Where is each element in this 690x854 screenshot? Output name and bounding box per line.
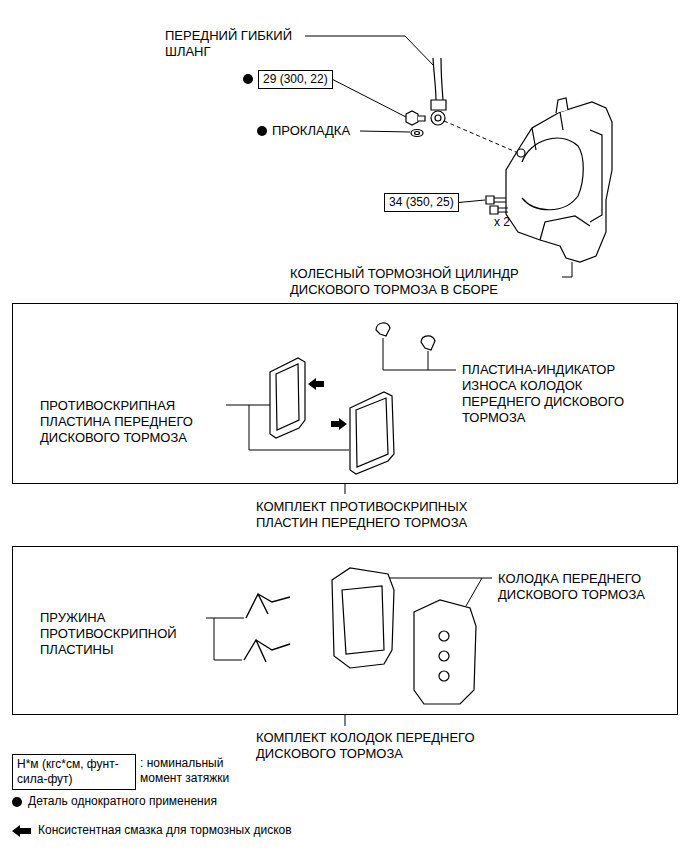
caliper-bolt — [490, 206, 498, 214]
gasket — [411, 130, 423, 137]
brake-pad — [332, 568, 394, 668]
grease-arrow — [331, 418, 347, 430]
hose-fitting — [431, 111, 445, 125]
union-bolt — [406, 111, 425, 125]
part-label: ПРОКЛАДКА — [272, 123, 392, 139]
label-holder: ПРОТИВОСКРИПНАЯ ПЛАСТИНА ПЕРЕДНЕГО ДИСКО… — [40, 398, 220, 446]
leader-line — [206, 618, 244, 660]
single-use-mark — [243, 74, 253, 84]
torque-box: 29 (300, 22) — [258, 70, 333, 89]
brake-pad — [414, 600, 476, 704]
label-holder: КОЛОДКА ПЕРЕДНЕГО ДИСКОВОГО ТОРМОЗА — [498, 571, 663, 603]
legend-text: Деталь однократного применения — [28, 794, 217, 809]
single-use-mark — [257, 126, 267, 136]
caliper-bolt — [486, 196, 508, 214]
quantity-note: x 2 — [494, 215, 534, 230]
part-label: ПЛАСТИНА-ИНДИКАТОР ИЗНОСА КОЛОДОК ПЕРЕДН… — [462, 362, 647, 426]
caliper-bolt — [494, 198, 506, 202]
label-holder: x 2 — [494, 215, 534, 230]
brake-pad — [332, 568, 476, 704]
legend-entry: : номинальный момент затяжки — [140, 756, 240, 786]
caliper-cylinder — [522, 138, 583, 210]
part-label: ПРОТИВОСКРИПНАЯ ПЛАСТИНА ПЕРЕДНЕГО ДИСКО… — [40, 398, 220, 446]
leader-line — [562, 262, 572, 277]
brake-pad — [439, 651, 449, 661]
label-holder: ПЛАСТИНА-ИНДИКАТОР ИЗНОСА КОЛОДОК ПЕРЕДН… — [462, 362, 647, 426]
leader-line — [360, 131, 410, 132]
grease-arrow — [308, 378, 347, 430]
union-bolt — [418, 116, 425, 121]
kit-frame: КОМПЛЕКТ ПРОТИВОСКРИПНЫХ ПЛАСТИН ПЕРЕДНЕ… — [12, 303, 678, 484]
bleeder-plug — [556, 98, 568, 113]
leader-line — [459, 200, 485, 203]
anti-squeal-shim — [356, 398, 388, 467]
anti-squeal-shim — [270, 358, 394, 474]
union-bolt — [406, 111, 418, 125]
kit-caption: КОМПЛЕКТ КОЛОДОК ПЕРЕДНЕГО ДИСКОВОГО ТОР… — [256, 730, 501, 762]
caliper-bolt — [486, 196, 494, 204]
caliper-bracket — [540, 216, 590, 240]
part-label: ПРУЖИНА ПРОТИВОСКРИПНОЙ ПЛАСТИНЫ — [40, 610, 200, 658]
grease-arrow — [12, 825, 31, 837]
torque-value: 29 (300, 22) — [263, 72, 328, 87]
anti-squeal-shim — [276, 364, 299, 430]
brake-hose — [433, 58, 443, 100]
anti-squeal-shim — [350, 392, 394, 474]
kit-caption: КОМПЛЕКТ ПРОТИВОСКРИПНЫХ ПЛАСТИН ПЕРЕДНЕ… — [256, 499, 501, 531]
gasket — [415, 132, 420, 135]
legend-entry: Консистентная смазка для тормозных диско… — [38, 823, 398, 838]
gasket — [411, 130, 423, 137]
single-use-mark — [12, 797, 22, 807]
part-label: ПЕРЕДНИЙ ГИБКИЙ ШЛАНГ — [165, 28, 315, 60]
brake-pad — [439, 671, 449, 681]
single-use-mark — [12, 74, 267, 837]
brake-pad — [439, 631, 449, 641]
legend-text: Консистентная смазка для тормозных диско… — [38, 823, 292, 838]
leader-line — [305, 36, 434, 66]
part-label: КОЛЕСНЫЙ ТОРМОЗНОЙ ЦИЛИНДР ДИСКОВОГО ТОР… — [290, 266, 555, 298]
shim-spring — [244, 640, 290, 662]
caliper-body — [532, 112, 563, 150]
hose-fitting — [431, 100, 446, 110]
legend-entry: Деталь однократного применения — [28, 794, 348, 809]
torque-key-box: Н*м (кгс*см, фунт-сила-фут) — [12, 754, 136, 790]
hose-fitting — [435, 115, 441, 121]
caliper-drawing — [506, 98, 612, 262]
wear-indicator — [421, 336, 435, 350]
torque-value: 34 (350, 25) — [389, 195, 454, 210]
caliper-opening — [590, 130, 602, 222]
shim-spring — [244, 594, 290, 662]
caliper-body — [506, 102, 612, 262]
part-label: КОЛОДКА ПЕРЕДНЕГО ДИСКОВОГО ТОРМОЗА — [498, 571, 663, 603]
label-holder: КОЛЕСНЫЙ ТОРМОЗНОЙ ЦИЛИНДР ДИСКОВОГО ТОР… — [290, 266, 555, 298]
shim-spring — [246, 594, 290, 618]
label-holder: ПРОКЛАДКА — [272, 123, 392, 139]
key-text: Н*м (кгс*см, фунт-сила-фут) — [17, 757, 131, 787]
hose-inlet — [517, 149, 525, 157]
caliper-bolt — [498, 208, 508, 212]
assembly-line — [444, 121, 516, 152]
torque-box: 34 (350, 25) — [384, 193, 459, 212]
leader-line — [333, 80, 406, 118]
wear-indicator — [376, 323, 390, 336]
brake-hose — [431, 58, 446, 125]
leader-line — [383, 338, 456, 370]
label-holder: ПЕРЕДНИЙ ГИБКИЙ ШЛАНГ — [165, 28, 315, 60]
label-holder: ПРУЖИНА ПРОТИВОСКРИПНОЙ ПЛАСТИНЫ — [40, 610, 200, 658]
grease-arrow — [308, 378, 324, 390]
anti-squeal-shim — [270, 358, 305, 438]
wear-indicator — [376, 323, 435, 350]
legend-text: : номинальный момент затяжки — [140, 756, 240, 786]
brake-pad — [342, 586, 384, 654]
